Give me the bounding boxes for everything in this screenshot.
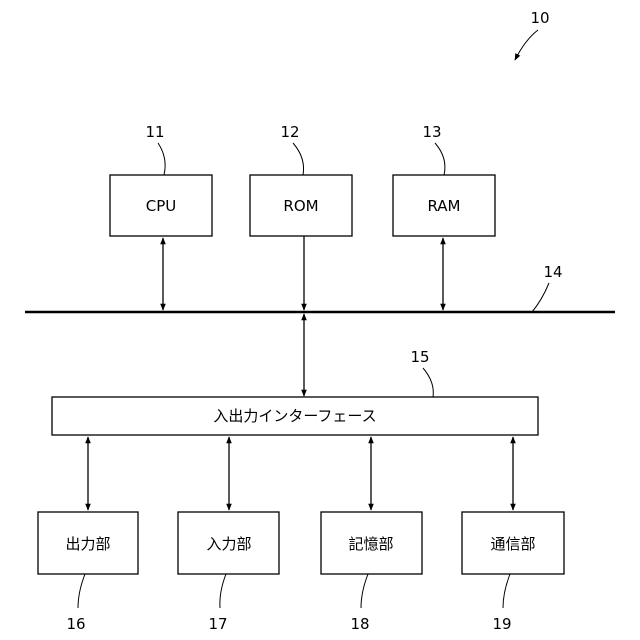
storage-unit-ref-label: 18 [350,615,369,633]
output-unit-ref-leader [78,574,85,608]
communication-unit-label: 通信部 [490,535,535,553]
ram-label: RAM [427,197,460,215]
storage-unit-label: 記憶部 [348,535,393,553]
input-unit-ref-leader [220,574,226,608]
input-unit-block: 入力部 17 [178,512,279,633]
storage-unit-block: 記憶部 18 [321,512,422,633]
ram-ref-leader [435,143,445,175]
input-unit-label: 入力部 [206,535,251,553]
output-unit-ref-label: 16 [66,615,85,633]
communication-unit-ref-leader [503,574,510,608]
io-interface-block: 入出力インターフェース 15 [52,348,538,435]
cpu-label: CPU [146,197,177,215]
cpu-block: CPU 11 [110,123,212,236]
cpu-ref-label: 11 [145,123,164,141]
figure-ref-arrow [515,30,538,60]
output-unit-block: 出力部 16 [38,512,138,633]
input-unit-ref-label: 17 [208,615,227,633]
rom-label: ROM [283,197,318,215]
interface-ref-label: 15 [410,348,429,366]
output-unit-label: 出力部 [65,535,110,553]
cpu-ref-leader [158,143,165,175]
ram-ref-label: 13 [422,123,441,141]
ram-block: RAM 13 [393,123,495,236]
storage-unit-ref-leader [361,574,368,608]
communication-unit-ref-label: 19 [492,615,511,633]
bus-ref-label: 14 [543,263,562,281]
interface-ref-leader [423,368,433,397]
io-interface-label: 入出力インターフェース [213,407,376,425]
communication-unit-block: 通信部 19 [462,512,564,633]
figure-ref-label: 10 [530,9,549,27]
rom-ref-label: 12 [280,123,299,141]
bus-ref-leader [532,283,549,312]
rom-ref-leader [293,143,304,175]
rom-block: ROM 12 [250,123,352,236]
